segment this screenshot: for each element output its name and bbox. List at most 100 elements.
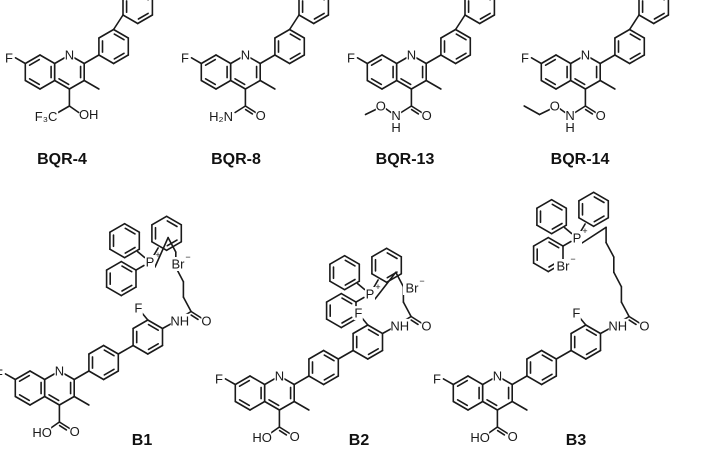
bond <box>355 296 365 303</box>
bond <box>381 328 392 335</box>
bond <box>366 54 383 65</box>
carbonyl-oxygen-label: O <box>508 429 518 444</box>
bond <box>574 78 586 86</box>
bond <box>383 107 392 114</box>
bond <box>123 248 141 259</box>
fluorine-label: F <box>181 50 189 65</box>
bond <box>105 260 123 271</box>
label-mask <box>432 371 442 386</box>
bond <box>24 79 41 90</box>
carbonyl-oxygen-label: O <box>421 319 431 334</box>
bond <box>124 246 136 254</box>
label-mask <box>549 99 560 113</box>
bond <box>73 370 90 381</box>
label-mask <box>289 429 300 444</box>
bond <box>467 400 484 411</box>
bond <box>366 79 383 90</box>
bond <box>628 319 637 326</box>
carbonyl-oxygen-label: O <box>639 319 649 334</box>
bond <box>551 203 563 211</box>
bond <box>592 191 610 202</box>
label-mask <box>403 281 421 295</box>
bond <box>366 349 384 360</box>
bond <box>385 272 403 284</box>
bond <box>410 108 420 115</box>
bond <box>487 426 499 435</box>
label-mask <box>580 48 591 62</box>
bond <box>274 28 291 39</box>
bond <box>343 254 361 266</box>
label-mask <box>145 255 155 269</box>
bond <box>58 421 71 430</box>
bond <box>4 373 17 381</box>
bond <box>123 222 141 233</box>
bond <box>536 224 553 235</box>
bond <box>102 344 120 355</box>
bond <box>555 54 572 65</box>
label-mask <box>180 50 190 65</box>
phosphonium-label: P <box>366 287 375 302</box>
alkoxy-oxygen-label: O <box>550 99 560 114</box>
bond <box>234 400 251 411</box>
label-mask <box>571 306 581 321</box>
bond <box>249 375 266 386</box>
bond <box>440 54 457 65</box>
bond <box>374 271 397 300</box>
compound-label-bqr-13: BQR-13 <box>376 151 435 168</box>
label-mask <box>255 108 266 123</box>
bond <box>599 54 616 65</box>
bond <box>455 52 467 60</box>
bond <box>278 426 291 435</box>
bond <box>200 54 217 65</box>
bond <box>555 79 572 90</box>
alkoxy-oxygen-label: O <box>376 99 386 114</box>
label-mask <box>520 50 530 65</box>
bond <box>356 56 369 65</box>
bond <box>536 198 553 209</box>
bond <box>541 373 553 381</box>
bond <box>132 344 149 355</box>
bond <box>238 379 251 388</box>
bond <box>43 395 61 406</box>
bond <box>224 378 237 386</box>
nitrogen-label: N <box>275 369 284 384</box>
bond <box>550 224 568 235</box>
fluorine-label: F <box>0 366 3 381</box>
fluorine-label: F <box>521 50 529 65</box>
bond <box>599 328 610 335</box>
carboxyl-hydroxyl-label: HO <box>32 425 52 440</box>
bond <box>137 12 149 20</box>
bond <box>578 217 595 228</box>
bond <box>481 400 499 411</box>
bond <box>352 349 369 360</box>
bond <box>452 375 469 386</box>
bond <box>49 421 61 430</box>
bond <box>496 429 506 436</box>
amide-nitrogen-label: N <box>391 108 400 123</box>
bond <box>496 400 514 411</box>
nitrogen-label: N <box>241 48 250 63</box>
label-mask <box>33 425 52 440</box>
bond <box>442 378 455 386</box>
trifluoromethyl-label: F₃C <box>35 109 58 124</box>
bond <box>263 400 281 411</box>
bond <box>599 79 616 90</box>
bond <box>551 222 563 230</box>
bond <box>152 247 159 257</box>
bond <box>585 347 598 356</box>
bond <box>58 78 70 86</box>
label-mask <box>365 287 375 301</box>
bond <box>425 79 442 90</box>
bond <box>629 52 641 60</box>
bond-lines <box>4 0 670 436</box>
bond <box>68 105 80 114</box>
label-mask <box>406 48 417 62</box>
fluorine-label: F <box>572 306 580 321</box>
bond <box>526 349 543 360</box>
bond <box>278 429 288 436</box>
bond <box>532 262 550 273</box>
bond <box>151 241 168 252</box>
bond <box>113 52 125 60</box>
bond <box>605 241 615 258</box>
bond <box>352 324 369 335</box>
